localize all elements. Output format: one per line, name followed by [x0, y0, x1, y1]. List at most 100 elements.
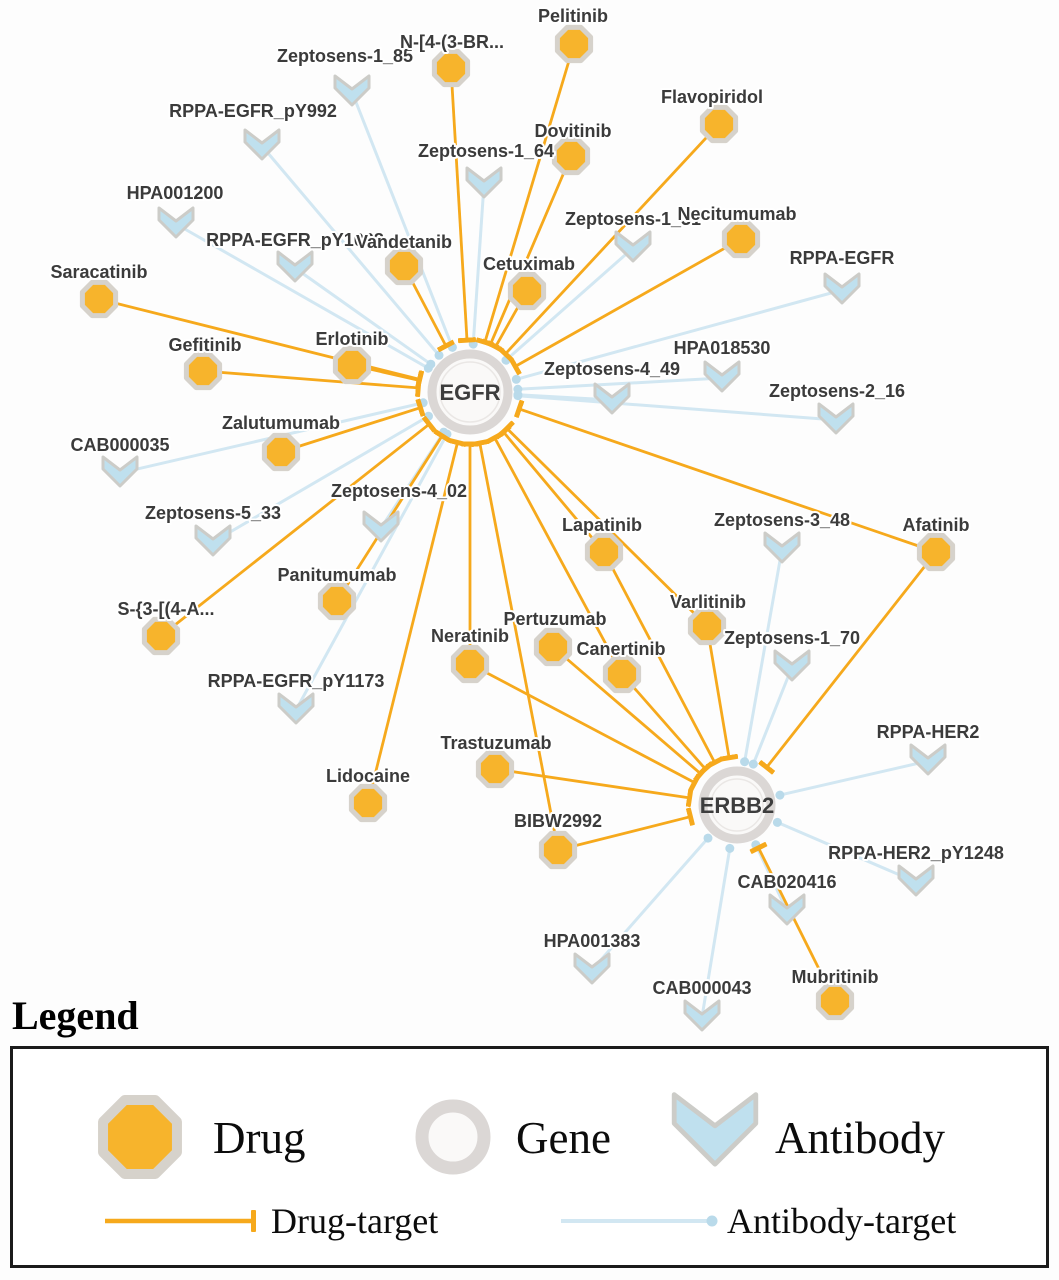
- antibody-node-zeptosens-1-70[interactable]: [773, 649, 811, 682]
- drug-node-trastuzumab[interactable]: [475, 749, 515, 789]
- antibody-node-zeptosens-3-48[interactable]: [763, 531, 801, 564]
- drug-octagon-icon: [815, 981, 855, 1021]
- drug-target-edge: [602, 551, 724, 769]
- drug-node-zalutumumab[interactable]: [261, 432, 301, 472]
- drug-node-n-4-3-br[interactable]: [431, 48, 471, 88]
- antibody-chevron-icon: [614, 230, 652, 263]
- antibody-node-cab020416[interactable]: [768, 893, 806, 926]
- legend-graphic: Drug Gene Antibody Drug-target Antibody-…: [98, 1092, 956, 1241]
- drug-octagon-icon: [721, 219, 761, 259]
- gene-node-egfr[interactable]: EGFR: [427, 349, 513, 435]
- drug-target-edge: [705, 625, 739, 762]
- drug-node-flavopiridol[interactable]: [699, 104, 739, 144]
- drug-node-s-3-4-a[interactable]: [141, 616, 181, 656]
- antibody-node-zeptosens-4-49[interactable]: [593, 382, 631, 415]
- drug-node-necitumumab[interactable]: [721, 219, 761, 259]
- antibody-node-hpa001383[interactable]: [573, 952, 611, 985]
- gene-ring-icon: [427, 349, 513, 435]
- antibody-target-edge: [513, 391, 837, 422]
- drug-node-pertuzumab[interactable]: [533, 627, 573, 667]
- antibody-label: CAB020416: [737, 872, 836, 892]
- network-graph: EGFR ERBB2Zeptosens-1_85RPPA-EGFR_pY992HP…: [48, 4, 1006, 1032]
- antibody-label: RPPA-EGFR: [790, 248, 895, 268]
- drug-target-edge: [202, 369, 422, 397]
- drug-target-edge: [160, 415, 437, 638]
- antibody-label: CAB000043: [652, 978, 751, 998]
- antibody-target-edge: [260, 145, 444, 360]
- drug-node-vandetanib[interactable]: [384, 246, 424, 286]
- legend-drug-label: Drug: [213, 1113, 305, 1163]
- drug-target-edge: [494, 767, 694, 808]
- drug-node-gefitinib[interactable]: [183, 351, 223, 391]
- antibody-node-rppa-her2[interactable]: [909, 743, 947, 776]
- drug-label: Necitumumab: [677, 204, 796, 224]
- drug-octagon-icon: [699, 104, 739, 144]
- antibody-chevron-icon: [773, 649, 811, 682]
- antibody-node-zeptosens-4-02[interactable]: [362, 510, 400, 543]
- antibody-label: RPPA-EGFR_pY1173: [208, 671, 385, 691]
- gene-node-erbb2[interactable]: ERBB2: [698, 766, 776, 844]
- drug-node-pelitinib[interactable]: [554, 24, 594, 64]
- antibody-label: CAB000035: [70, 435, 169, 455]
- antibody-target-edge: [294, 266, 436, 369]
- antibody-node-rppa-egfr-py992[interactable]: [243, 128, 281, 161]
- antibody-label: Zeptosens-5_33: [145, 503, 281, 523]
- antibody-chevron-icon: [333, 74, 371, 107]
- antibody-chevron-icon: [277, 692, 315, 725]
- antibody-node-hpa018530[interactable]: [703, 360, 741, 393]
- antibody-node-zeptosens-2-16[interactable]: [817, 402, 855, 435]
- drug-label: Neratinib: [431, 626, 509, 646]
- drug-node-erlotinib[interactable]: [332, 345, 372, 385]
- antibody-chevron-icon: [671, 1092, 759, 1167]
- antibody-node-rppa-her2-py1248[interactable]: [897, 864, 935, 897]
- dot-arrowhead-icon: [706, 1215, 718, 1227]
- drug-node-neratinib[interactable]: [450, 644, 490, 684]
- antibody-node-cab000035[interactable]: [101, 455, 139, 488]
- legend-antibody-item: Antibody: [671, 1092, 946, 1167]
- drug-octagon-icon: [183, 351, 223, 391]
- antibody-target-edge: [350, 91, 457, 352]
- drug-node-varlitinib[interactable]: [687, 606, 727, 646]
- antibody-node-hpa001200[interactable]: [157, 206, 195, 239]
- antibody-target-edge: [740, 548, 784, 767]
- gene-inner-ring: [710, 778, 764, 832]
- drug-label: Vandetanib: [356, 232, 452, 252]
- antibody-node-zeptosens-1-64[interactable]: [465, 166, 503, 199]
- drug-label: Mubritinib: [792, 967, 879, 987]
- drug-node-panitumumab[interactable]: [317, 581, 357, 621]
- drug-node-canertinib[interactable]: [602, 654, 642, 694]
- antibody-node-zeptosens-1-31[interactable]: [614, 230, 652, 263]
- antibody-node-rppa-egfr[interactable]: [823, 272, 861, 305]
- antibody-node-rppa-egfr-py1068[interactable]: [276, 250, 314, 283]
- drug-node-saracatinib[interactable]: [79, 279, 119, 319]
- drug-node-afatinib[interactable]: [916, 532, 956, 572]
- drug-node-cetuximab[interactable]: [507, 271, 547, 311]
- node-labels: Zeptosens-1_85RPPA-EGFR_pY992HPA001200RP…: [48, 4, 1005, 1000]
- drug-target-edge: [495, 424, 606, 553]
- antibody-target-edge: [700, 843, 735, 1018]
- antibody-chevron-icon: [101, 455, 139, 488]
- antibody-target-edge: [212, 411, 433, 544]
- drug-node-lidocaine[interactable]: [348, 783, 388, 823]
- drug-node-lapatinib[interactable]: [584, 532, 624, 572]
- drug-node-dovitinib[interactable]: [551, 136, 591, 176]
- drug-target-edge: [475, 43, 576, 347]
- drug-label: Gefitinib: [169, 335, 242, 355]
- drug-label: Lidocaine: [326, 766, 410, 786]
- antibody-node-cab000043[interactable]: [683, 999, 721, 1032]
- gene-inner-ring: [439, 361, 501, 423]
- antibody-node-rppa-egfr-py1173[interactable]: [277, 692, 315, 725]
- antibody-chevron-icon: [703, 360, 741, 393]
- antibody-label: HPA001200: [127, 183, 224, 203]
- drug-node-mubritinib[interactable]: [815, 981, 855, 1021]
- antibody-target-edge: [511, 288, 843, 384]
- drug-octagon-icon: [687, 606, 727, 646]
- drug-node-bibw2992[interactable]: [538, 830, 578, 870]
- antibody-node-zeptosens-1-85[interactable]: [333, 74, 371, 107]
- antibody-label: Zeptosens-1_64: [418, 141, 554, 161]
- antibody-node-zeptosens-5-33[interactable]: [194, 524, 232, 557]
- drug-target-edge: [497, 123, 721, 362]
- drug-target-edge: [470, 439, 560, 851]
- drug-octagon-icon: [317, 581, 357, 621]
